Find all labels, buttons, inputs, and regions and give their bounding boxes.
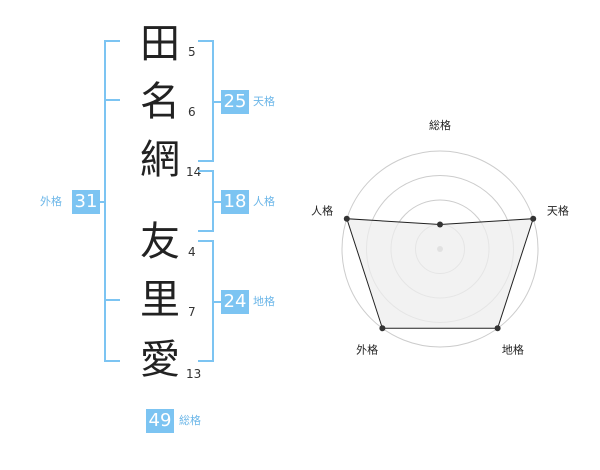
radar-point-5 (343, 215, 350, 222)
bracket-tick (212, 301, 222, 303)
bracket-tick (212, 101, 222, 103)
name-char: 友 (140, 219, 180, 265)
chikaku-badge: 24 (221, 290, 249, 314)
radar-axis-label-4: 外格 (356, 342, 378, 356)
stroke-count: 4 (188, 245, 196, 259)
radar-point-1 (437, 221, 443, 228)
stroke-count: 5 (188, 45, 196, 59)
name-char: 里 (140, 277, 180, 323)
name-char: 田 (140, 21, 180, 67)
stroke-count: 13 (186, 367, 202, 381)
radar-axis-label-2: 天格 (547, 204, 569, 218)
radar-axis-label-5: 人格 (311, 204, 333, 218)
radar-axis-label-1: 総格 (429, 118, 451, 132)
tenkaku-label: 天格 (253, 95, 275, 108)
radar-axis-label-3: 地格 (502, 342, 524, 356)
name-char: 網 (140, 137, 180, 183)
gaikaku-badge: 31 (72, 190, 100, 214)
radar-points (343, 215, 537, 332)
soukaku-badge: 49 (146, 409, 174, 433)
chikaku-label: 地格 (253, 295, 275, 308)
bracket-tick (212, 201, 222, 203)
jinkaku-badge: 18 (221, 190, 249, 214)
bracket-tick (96, 201, 106, 203)
radar-ring (341, 150, 539, 348)
radar-point-4 (379, 325, 386, 332)
bracket-tick (104, 99, 120, 101)
stroke-count: 7 (188, 305, 196, 319)
name-char: 名 (140, 79, 180, 125)
jinkaku-label: 人格 (253, 195, 275, 208)
gaikaku-label: 外格 (40, 195, 62, 208)
tenkaku-badge: 25 (221, 90, 249, 114)
radar-point-2 (530, 215, 537, 222)
stroke-count: 14 (186, 165, 202, 179)
soukaku-label: 総格 (179, 414, 201, 427)
bracket-tick (104, 299, 120, 301)
radar-point-3 (494, 325, 501, 332)
name-char: 愛 (140, 337, 180, 383)
stroke-count: 6 (188, 105, 196, 119)
radar-area (346, 218, 534, 329)
